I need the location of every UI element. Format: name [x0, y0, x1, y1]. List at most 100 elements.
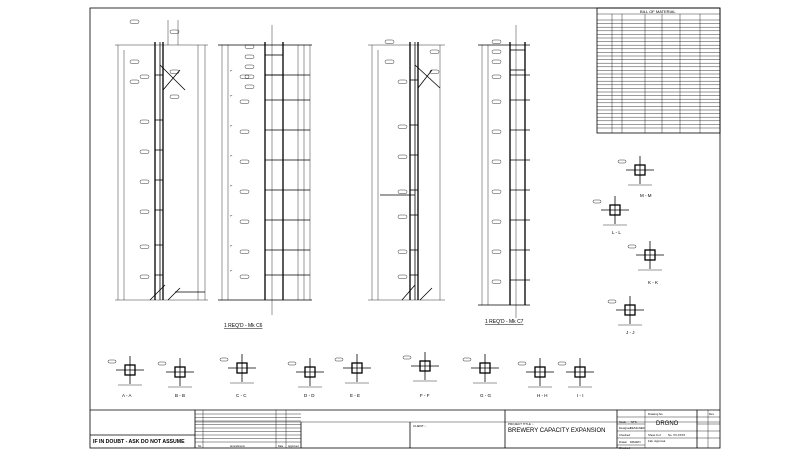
- part-mark-tag: [244, 84, 255, 89]
- part-mark-tag: [169, 69, 180, 74]
- section-label-f: F - F: [420, 393, 430, 398]
- part-mark-tag: [334, 357, 344, 362]
- part-mark-tag: [491, 39, 502, 44]
- designed-label: Designed: [619, 426, 631, 430]
- part-mark-tag: [239, 274, 250, 279]
- part-mark-tag: [139, 274, 150, 279]
- amend-header-amendments: Amendments: [230, 445, 245, 448]
- part-mark-tag: [239, 74, 250, 79]
- section-label-l: L - L: [612, 230, 621, 235]
- part-mark-tag: [129, 19, 140, 24]
- part-mark-tag: [239, 189, 250, 194]
- part-mark-tag: [244, 64, 255, 69]
- part-mark-tag: [402, 355, 412, 360]
- section-label-i: I - I: [577, 393, 584, 398]
- part-mark-tag: [397, 249, 408, 254]
- c7-elevation-side: [478, 25, 530, 318]
- grid-marker: ⌐: [230, 68, 233, 73]
- part-mark-tag: [491, 74, 502, 79]
- section-profile: [124, 364, 136, 376]
- section-profile: [174, 366, 186, 378]
- part-mark-tag: [397, 214, 408, 219]
- part-mark-tag: [244, 74, 255, 79]
- checked2-label: Checked: [619, 446, 630, 450]
- part-mark-tag: [157, 361, 167, 366]
- part-mark-tag: [129, 79, 140, 84]
- grid-marker: ⌐: [230, 268, 233, 273]
- part-mark-tag: [244, 44, 255, 49]
- column-elevations: [115, 20, 530, 318]
- section-profile: [644, 249, 656, 261]
- view-label-c6: 1 REQ'D - Mk C6: [224, 323, 263, 329]
- part-mark-tag: [139, 119, 150, 124]
- part-mark-tag: [287, 361, 297, 366]
- project-title-label: PROJECT TITLE :-: [508, 422, 534, 426]
- part-mark-tag: [397, 124, 408, 129]
- part-mark-tag: [139, 179, 150, 184]
- section-label-c: C - C: [236, 393, 247, 398]
- part-mark-tag: [627, 244, 637, 249]
- section-label-b: B - B: [175, 393, 185, 398]
- section-profile: [634, 164, 646, 176]
- part-mark-tag: [592, 199, 602, 204]
- approval-label: Fab. Approval: [648, 439, 666, 443]
- part-mark-tag: [491, 189, 502, 194]
- part-mark-tag: [491, 99, 502, 104]
- part-mark-tag: [429, 49, 440, 54]
- amend-header-approved: Approved: [288, 445, 299, 448]
- grid-marker: ⌐: [230, 93, 233, 98]
- amend-header-no: No.: [198, 445, 202, 448]
- part-mark-tag: [239, 159, 250, 164]
- section-profile: [534, 366, 546, 378]
- rev-label: Rev: [709, 412, 715, 416]
- grid-marker: ⌐: [230, 213, 233, 218]
- bill-of-material: [596, 7, 721, 134]
- part-mark-tag: [517, 361, 527, 366]
- section-profile: [236, 362, 248, 374]
- section-label-h: H - H: [537, 393, 548, 398]
- part-mark-tag: [239, 219, 250, 224]
- section-label-a: A - A: [122, 393, 132, 398]
- part-mark-tag: [617, 159, 627, 164]
- drawn-label: Drawn: [619, 440, 628, 444]
- warning-text: IF IN DOUBT - ASK DO NOT ASSUME: [93, 439, 185, 445]
- grid-marker: ⌐: [230, 183, 233, 188]
- section-label-m: M - M: [640, 193, 652, 198]
- sheet-label: Sheet # of: [648, 433, 661, 437]
- part-mark-tag: [139, 209, 150, 214]
- section-profile: [479, 362, 491, 374]
- scale-label: Scale: [619, 420, 626, 424]
- part-mark-tag: [557, 361, 567, 366]
- part-mark-tag: [491, 159, 502, 164]
- view-label-c7: 1 REQ'D - Mk C7: [485, 319, 524, 325]
- part-mark-tag: [169, 29, 180, 34]
- part-mark-tag: [397, 154, 408, 159]
- part-mark-tag: [139, 149, 150, 154]
- part-mark-tag: [491, 129, 502, 134]
- part-mark-tag: [491, 59, 502, 64]
- section-label-d: D - D: [304, 393, 315, 398]
- part-mark-tag: [219, 357, 229, 362]
- section-profile: [419, 360, 431, 372]
- part-mark-tag: [139, 244, 150, 249]
- drawing-no: DRGNO: [656, 421, 679, 427]
- c6-elevation-side: [218, 25, 312, 315]
- section-profile: [574, 366, 586, 378]
- grid-marker: ⌐: [230, 243, 233, 248]
- part-mark-tag: [491, 49, 502, 54]
- sheet-no: No. XX-XXXX: [668, 433, 685, 437]
- part-mark-tag: [397, 189, 408, 194]
- section-details: [107, 156, 664, 388]
- title-block: [90, 409, 720, 448]
- part-mark-tag: [129, 59, 140, 64]
- part-mark-tag: [169, 94, 180, 99]
- sheet-border: [89, 7, 721, 449]
- drawn-value: DRAWN: [630, 440, 640, 444]
- part-mark-tag: [239, 249, 250, 254]
- checked-label: Checked: [619, 433, 630, 437]
- designed-value: DESIGNED: [630, 426, 645, 430]
- part-mark-tag: [491, 279, 502, 284]
- part-mark-tag: [244, 54, 255, 59]
- amend-header-date: Date: [278, 445, 284, 448]
